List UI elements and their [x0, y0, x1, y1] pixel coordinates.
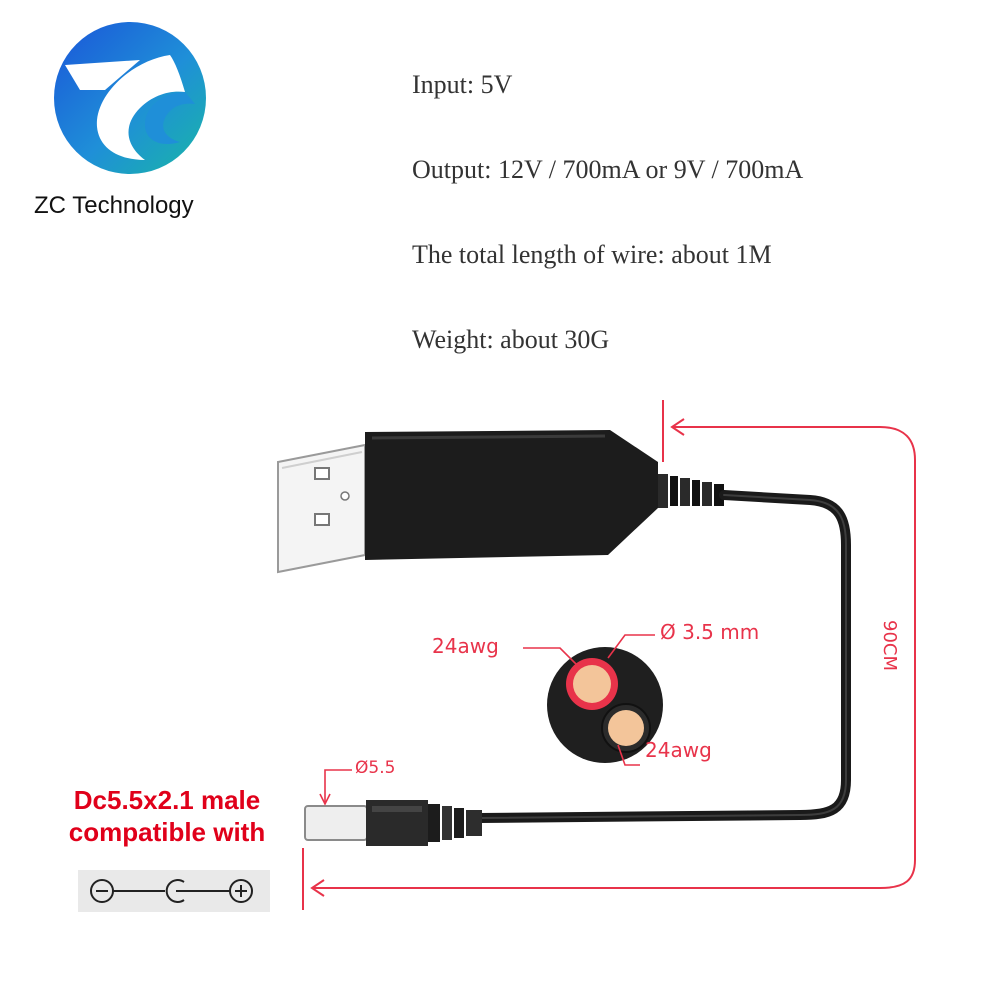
spec-input: Input: 5V: [412, 70, 513, 99]
brand-logo: ZC Technology: [20, 20, 240, 220]
plug-diameter-label: Ø5.5: [355, 758, 396, 778]
spec-length: The total length of wire: about 1M: [412, 240, 772, 269]
brand-name: ZC Technology: [34, 192, 194, 219]
plug-note-line-1: Dc5.5x2.1 male: [73, 785, 261, 815]
wire-gauge-label-1: 24awg: [432, 634, 499, 658]
cable-diameter-label: Ø 3.5 mm: [660, 620, 760, 644]
spec-weight: Weight: about 30G: [412, 325, 610, 354]
length-dimension: [302, 400, 916, 910]
polarity-symbol: [78, 870, 270, 912]
cable-length-label: 90CM: [879, 620, 900, 672]
plug-note: Dc5.5x2.1 male compatible with: [42, 784, 292, 848]
spec-output: Output: 12V / 700mA or 9V / 700mA: [412, 155, 804, 184]
wire-gauge-label-2: 24awg: [645, 738, 712, 762]
zc-logo-icon: [54, 22, 206, 174]
dc-plug: [304, 800, 482, 846]
usb-housing: [365, 430, 724, 560]
usb-plug: [277, 443, 366, 574]
cable-cross-section: [547, 647, 663, 763]
plug-note-line-2: compatible with: [68, 817, 266, 847]
